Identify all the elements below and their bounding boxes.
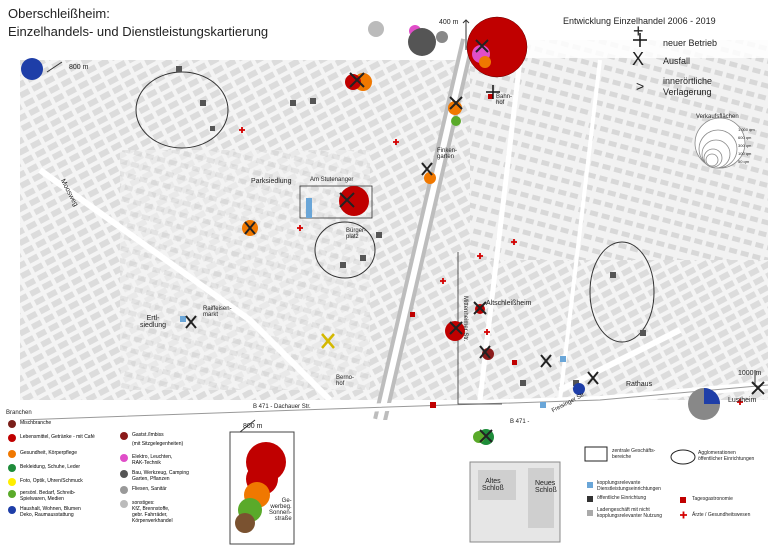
agglomeration-ellipses xyxy=(135,71,655,343)
size-legend-100: 100 qm xyxy=(738,151,752,156)
distance-bottom-right: 1000 m xyxy=(738,370,762,377)
branchen-legend-item: Gastst./Imbiss xyxy=(120,432,164,440)
distance-arrows xyxy=(46,19,756,433)
moved-symbol: > xyxy=(636,78,645,94)
lustheim-pie xyxy=(688,388,720,420)
right-legend-label: Agglomerationen öffentlicher Einrichtung… xyxy=(698,450,755,462)
branchen-label: Fliesen, Sanitär xyxy=(132,486,167,492)
branchen-legend-item: Bau, Werkzeug, Camping Garten, Pflanzen xyxy=(120,470,189,482)
branchen-color-dot xyxy=(120,432,128,440)
label-altschleissheim: Altschleißheim xyxy=(486,300,532,307)
map-title-line1: Oberschleißheim: xyxy=(8,6,110,21)
closed-symbol: X xyxy=(632,49,645,69)
size-legend-600: 600 qm xyxy=(738,135,752,140)
branchen-legend-item: Elektro, Leuchten, RAK-Technik xyxy=(120,454,172,466)
branchen-legend-item: persönl. Bedarf, Schreib- Spielwaren, Me… xyxy=(8,490,75,502)
right-legend-label: zentrale Geschäfts- bereiche xyxy=(612,448,656,460)
map-title-line2: Einzelhandels- und Dienstleistungskartie… xyxy=(8,24,269,39)
size-legend-300: 300 qm xyxy=(738,143,752,148)
branchen-legend-item: Gesundheit, Körperpflege xyxy=(8,450,77,458)
development-legend-title: Entwicklung Einzelhandel 2006 - 2019 xyxy=(563,16,716,26)
label-buergerplatz: Bürger- platz xyxy=(346,228,367,240)
doctor-crosses xyxy=(239,127,743,405)
branchen-legend-item: Bekleidung, Schuhe, Leder xyxy=(8,464,80,472)
branchen-label: Bekleidung, Schuhe, Leder xyxy=(20,464,81,470)
branchen-label: Gastst./Imbiss xyxy=(132,432,164,438)
size-legend-values: 1.000 qm 600 qm 300 qm 100 qm 50 qm xyxy=(738,126,755,166)
branchen-legend-title: Branchen xyxy=(6,410,32,416)
branchen-label: Elektro, Leuchten, RAK-Technik xyxy=(132,454,173,466)
new-business-symbol: + xyxy=(633,21,644,41)
branchen-color-dot xyxy=(8,420,16,428)
distance-top-center: 400 m xyxy=(439,19,459,26)
branchen-label: (mit Sitzgelegenheiten) xyxy=(132,441,184,447)
branchen-color-dot xyxy=(120,470,128,478)
branchen-label: Lebensmittel, Getränke - mit Café xyxy=(20,434,95,440)
size-legend-circles xyxy=(694,117,746,169)
new-business-label: neuer Betrieb xyxy=(663,38,718,48)
label-finkengarten: Finken- garten xyxy=(437,148,458,160)
distance-inset: 800 m xyxy=(243,423,263,430)
branchen-label: persönl. Bedarf, Schreib- Spielwaren, Me… xyxy=(20,490,76,502)
closure-yellow-x xyxy=(321,333,335,349)
label-lustheim: Lustheim xyxy=(728,397,757,404)
right-legend-swatches xyxy=(584,446,696,519)
label-altes-schloss: Altes Schloß xyxy=(482,478,504,492)
branchen-label: Gesundheit, Körperpflege xyxy=(20,450,77,456)
label-mittenheimer-str: Mittenheimer Str. xyxy=(462,296,468,342)
right-legend-label: Ladengeschäft mit nicht kopplungsrelevan… xyxy=(597,507,663,519)
moved-label-line1: innerörtliche xyxy=(663,76,713,86)
label-am-stutenanger: Am Stutenanger xyxy=(310,177,354,183)
moved-label-line2: Verlagerung xyxy=(663,87,712,97)
label-raiffeisenmarkt: Raiffeisen- markt xyxy=(203,306,232,318)
branchen-label: Bau, Werkzeug, Camping Garten, Pflanzen xyxy=(132,470,189,482)
label-b471-dachauer: B 471 - Dachauer Str. xyxy=(253,404,311,410)
branchen-color-dot xyxy=(8,490,16,498)
branchen-label: Mischbranche xyxy=(20,420,52,426)
branchen-color-dot xyxy=(8,506,16,514)
branchen-color-dot xyxy=(120,454,128,462)
label-bahnhof: Bahn- hof xyxy=(496,94,513,106)
branchen-legend-item: Lebensmittel, Getränke - mit Café xyxy=(8,434,95,442)
branchen-color-dot xyxy=(120,500,128,508)
branchen-label: Haushalt, Wohnen, Blumen Deko, Raumausst… xyxy=(20,506,81,518)
right-legend-label: Tagesgastronomie xyxy=(692,496,733,502)
branchen-color-dot xyxy=(120,486,128,494)
label-bernohof: Berno- hof xyxy=(336,375,355,387)
size-legend-50: 50 qm xyxy=(738,159,750,164)
distance-top-left: 800 m xyxy=(69,64,89,71)
label-gewerbegebiet: Ge- werbeg. Sonnen- straße xyxy=(269,498,292,522)
branchen-color-dot xyxy=(8,450,16,458)
branchen-legend-item: Mischbranche xyxy=(8,420,51,428)
branchen-legend-item: Fliesen, Sanitär xyxy=(120,486,167,494)
branchen-label: sonstiges: KfZ, Brennstoffe, gebr. Fahrr… xyxy=(132,500,173,524)
branchen-legend-item: Foto, Optik, Uhren/Schmuck xyxy=(8,478,83,486)
label-neues-schloss: Neues Schloß xyxy=(535,480,557,494)
label-rathaus: Rathaus xyxy=(626,381,653,388)
branchen-legend-item: sonstiges: KfZ, Brennstoffe, gebr. Fahrr… xyxy=(120,500,173,524)
branchen-color-dot xyxy=(8,478,16,486)
label-b471: B 471 - xyxy=(510,419,530,425)
branchen-legend-item: Haushalt, Wohnen, Blumen Deko, Raumausst… xyxy=(8,506,81,518)
right-legend-label: kopplungsrelevante Dienstleistungseinric… xyxy=(597,480,661,492)
inset-gewerbegebiet xyxy=(229,431,295,545)
branchen-legend-item: (mit Sitzgelegenheiten) xyxy=(120,441,183,449)
label-ertl-siedlung: Ertl- siedlung xyxy=(140,315,167,329)
new-business-markers xyxy=(486,33,647,99)
central-business-areas xyxy=(299,185,502,405)
right-legend-label: Ärzte / Gesundheitswesen xyxy=(692,512,751,518)
branchen-color-dot xyxy=(120,441,128,449)
branchen-color-dot xyxy=(8,464,16,472)
label-parksiedlung: Parksiedlung xyxy=(251,178,292,185)
right-legend-label: öffentliche Einrichtung xyxy=(597,495,647,501)
size-legend-1000: 1.000 qm xyxy=(738,127,755,132)
branchen-label: Foto, Optik, Uhren/Schmuck xyxy=(20,478,83,484)
size-legend-title: Verkaufsflächen xyxy=(696,114,739,120)
building-markers xyxy=(176,66,646,408)
branchen-color-dot xyxy=(8,434,16,442)
closed-label: Ausfall xyxy=(663,56,691,66)
